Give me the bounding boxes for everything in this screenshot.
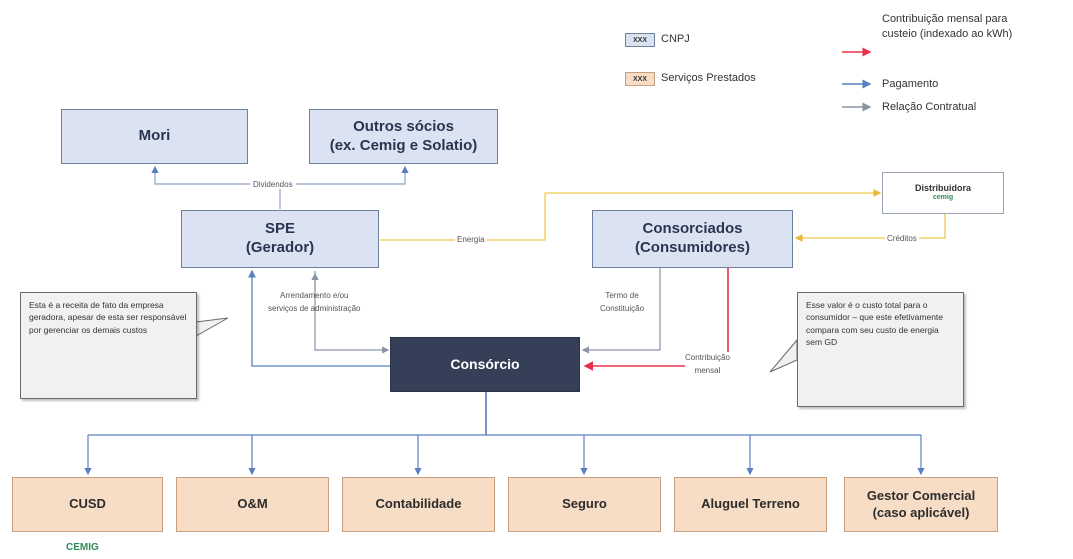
service-cusd: CUSD [12,477,163,532]
note-left-text: Esta é a receita de fato da empresa gera… [29,300,187,335]
label-termo: Termo de Constituição [600,290,644,316]
note-right: Esse valor é o custo total para o consum… [797,292,964,407]
node-consorcio: Consórcio [390,337,580,392]
legend-cnpj-chip: XXX [625,33,655,47]
label-contribuicao: Contribuição mensal [685,352,730,378]
label-energia: Energia [455,235,487,244]
service-contabilidade-label: Contabilidade [375,496,462,512]
node-mori-label: Mori [138,127,171,145]
cemig-logo: cemig [932,194,954,202]
node-consorciados-line2: (Consumidores) [634,239,750,256]
service-aluguel-terreno-label: Aluguel Terreno [701,496,800,512]
label-arrendamento-line1: Arrendamento e/ou [279,291,349,300]
node-outros-socios-line2: (ex. Cemig e Solatio) [329,136,478,154]
service-om-label: O&M [237,496,268,512]
right-note-tail [769,338,798,373]
node-outros-socios: Outros sócios (ex. Cemig e Solatio) [309,109,498,164]
service-gestor-comercial-line2: (caso aplicável) [872,504,970,520]
label-arrendamento-line2: serviços de administração [268,303,361,313]
service-gestor-comercial: Gestor Comercial (caso aplicável) [844,477,998,532]
node-mori: Mori [61,109,248,164]
termo-line [581,268,661,354]
credits-line [794,214,946,242]
node-outros-socios-line1: Outros sócios [353,117,454,135]
label-arrendamento: Arrendamento e/ou serviços de administra… [268,290,360,316]
node-consorciados-line1: Consorciados [642,220,743,238]
arrendamento-line [314,271,390,354]
label-termo-line1: Termo de [605,291,639,300]
service-contabilidade: Contabilidade [342,477,495,532]
node-spe: SPE (Gerador) [181,210,379,268]
service-gestor-comercial-line1: Gestor Comercial [866,488,976,504]
service-seguro: Seguro [508,477,661,532]
legend-services-label: Serviços Prestados [661,72,756,84]
note-right-text: Esse valor é o custo total para o consum… [806,300,944,347]
label-contribuicao-line1: Contribuição [685,353,730,362]
node-distribuidora: Distribuidora cemig [882,172,1004,214]
label-dividendos: Dividendos [250,180,296,189]
service-cusd-label: CUSD [69,496,106,512]
node-spe-line1: SPE [264,220,295,238]
service-seguro-label: Seguro [562,496,607,512]
node-consorcio-label: Consórcio [450,355,520,372]
label-contribuicao-line2: mensal [694,365,721,375]
legend-cnpj-label: CNPJ [661,33,690,45]
service-om: O&M [176,477,329,532]
note-left: Esta é a receita de fato da empresa gera… [20,292,197,399]
legend-red-label: Contribuição mensal para custeio (indexa… [882,13,1013,41]
node-distribuidora-label: Distribuidora [914,183,971,193]
left-note-tail [195,317,229,337]
label-termo-line2: Constituição [600,303,645,313]
footer-cemig-logo: CEMIG [66,542,99,553]
node-spe-line2: (Gerador) [245,239,315,256]
label-creditos: Créditos [885,234,919,243]
service-aluguel-terreno: Aluguel Terreno [674,477,827,532]
legend-gray-label: Relação Contratual [882,101,977,113]
payment-to-spe [248,269,390,367]
node-consorciados: Consorciados (Consumidores) [592,210,793,268]
legend-services-chip: XXX [625,72,655,86]
legend-blue-label: Pagamento [882,78,939,90]
